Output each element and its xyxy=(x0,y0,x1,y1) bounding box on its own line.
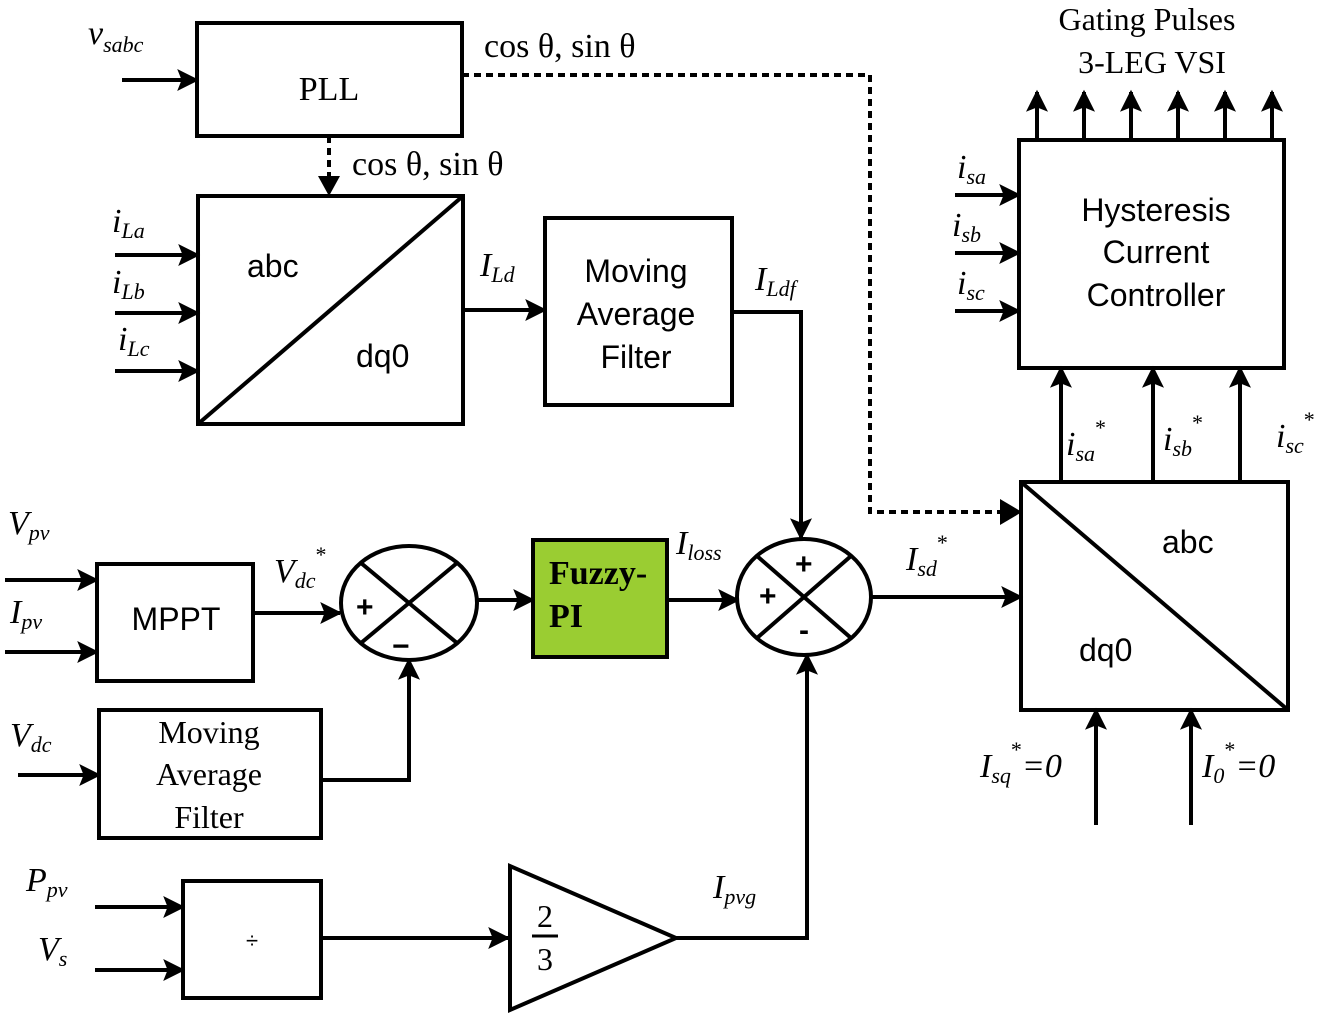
i-ldf-label: ILdf xyxy=(754,261,799,301)
mppt-label: MPPT xyxy=(132,601,221,637)
gating-pulses-title: Gating Pulses xyxy=(1059,1,1236,37)
dotted-arrowhead xyxy=(1000,499,1022,525)
maf-top-line1: Moving xyxy=(584,253,687,289)
hcc-line3: Controller xyxy=(1087,277,1226,313)
hcc-line2: Current xyxy=(1103,234,1210,270)
maf-bottom-line3: Filter xyxy=(174,799,244,835)
fuzzy-pi-block xyxy=(531,538,669,659)
maf-bottom-line1: Moving xyxy=(158,714,259,750)
i-sa-star-label: isa* xyxy=(1066,415,1106,466)
i-ldf-wire xyxy=(732,310,812,541)
i-sc-label: isc xyxy=(957,265,985,305)
divider-block xyxy=(181,879,323,1000)
i-sc-star-label: isc* xyxy=(1276,407,1315,458)
gain-block xyxy=(508,862,682,1014)
i-loss-label: Iloss xyxy=(675,525,722,565)
maf-top-line3: Filter xyxy=(600,339,671,375)
cos-sin-label-2: cos θ, sin θ xyxy=(352,146,504,183)
dotted-arrowhead-2 xyxy=(318,176,340,196)
p-pv-label: Ppv xyxy=(25,862,68,902)
i-la-label: iLa xyxy=(112,203,145,243)
i-ld-label: ILd xyxy=(479,247,516,287)
vsi-label: 3-LEG VSI xyxy=(1078,44,1226,80)
v-s-label: Vs xyxy=(38,931,67,971)
sum2-plus-left: + xyxy=(759,580,777,613)
sum1-plus: + xyxy=(356,591,374,624)
gain-denominator: 3 xyxy=(537,941,553,977)
moving-average-filter-bottom xyxy=(97,708,323,840)
hcc-line1: Hysteresis xyxy=(1081,192,1230,228)
i-pvg-label: Ipvg xyxy=(712,869,756,909)
summing-junction-1 xyxy=(339,544,479,662)
filtered-vdc-wire xyxy=(321,657,420,782)
divider-symbol: ÷ xyxy=(246,928,258,953)
i-0-zero-label: I0*=0 xyxy=(1201,737,1275,788)
pll-to-dq0abc-dotted xyxy=(462,73,1005,514)
v-dc-label: Vdc xyxy=(10,717,52,757)
abc-dq0-diagonal xyxy=(196,194,465,426)
i-pvg-wire xyxy=(676,652,818,940)
i-sq-zero-label: Isq*=0 xyxy=(979,737,1062,788)
v-dc-star-label: Vdc* xyxy=(274,542,327,593)
gain-numerator: 2 xyxy=(537,898,553,934)
moving-average-filter-top xyxy=(543,216,734,407)
dq0-label-bottom: dq0 xyxy=(1079,632,1132,668)
i-sa-label: isa xyxy=(957,149,986,189)
sum2-plus-top: + xyxy=(795,548,813,581)
i-lb-label: iLb xyxy=(112,264,145,304)
gating-pulse-arrows xyxy=(1026,89,1283,140)
cos-sin-label-1: cos θ, sin θ xyxy=(484,28,636,65)
v-sabc-label: vsabc xyxy=(88,15,144,57)
fuzzy-pi-line2: PI xyxy=(549,598,583,635)
v-pv-label: Vpv xyxy=(8,505,50,545)
i-sb-label: isb xyxy=(952,207,981,247)
abc-label-bottom: abc xyxy=(1162,524,1214,560)
pll-label: PLL xyxy=(299,71,359,108)
maf-top-line2: Average xyxy=(577,296,696,332)
i-sd-star-label: Isd* xyxy=(905,530,948,581)
mppt-block xyxy=(95,562,255,683)
dq0-abc-diagonal xyxy=(1019,480,1290,712)
sum2-minus: - xyxy=(799,614,809,647)
fuzzy-pi-line1: Fuzzy- xyxy=(549,555,647,592)
abc-label-top: abc xyxy=(247,248,299,284)
i-lc-label: iLc xyxy=(118,321,150,361)
sum1-minus: − xyxy=(392,630,410,663)
i-sb-star-label: isb* xyxy=(1163,410,1203,461)
dq0-label-top: dq0 xyxy=(356,338,409,374)
maf-bottom-line2: Average xyxy=(156,756,262,792)
i-pv-label: Ipv xyxy=(9,594,42,634)
